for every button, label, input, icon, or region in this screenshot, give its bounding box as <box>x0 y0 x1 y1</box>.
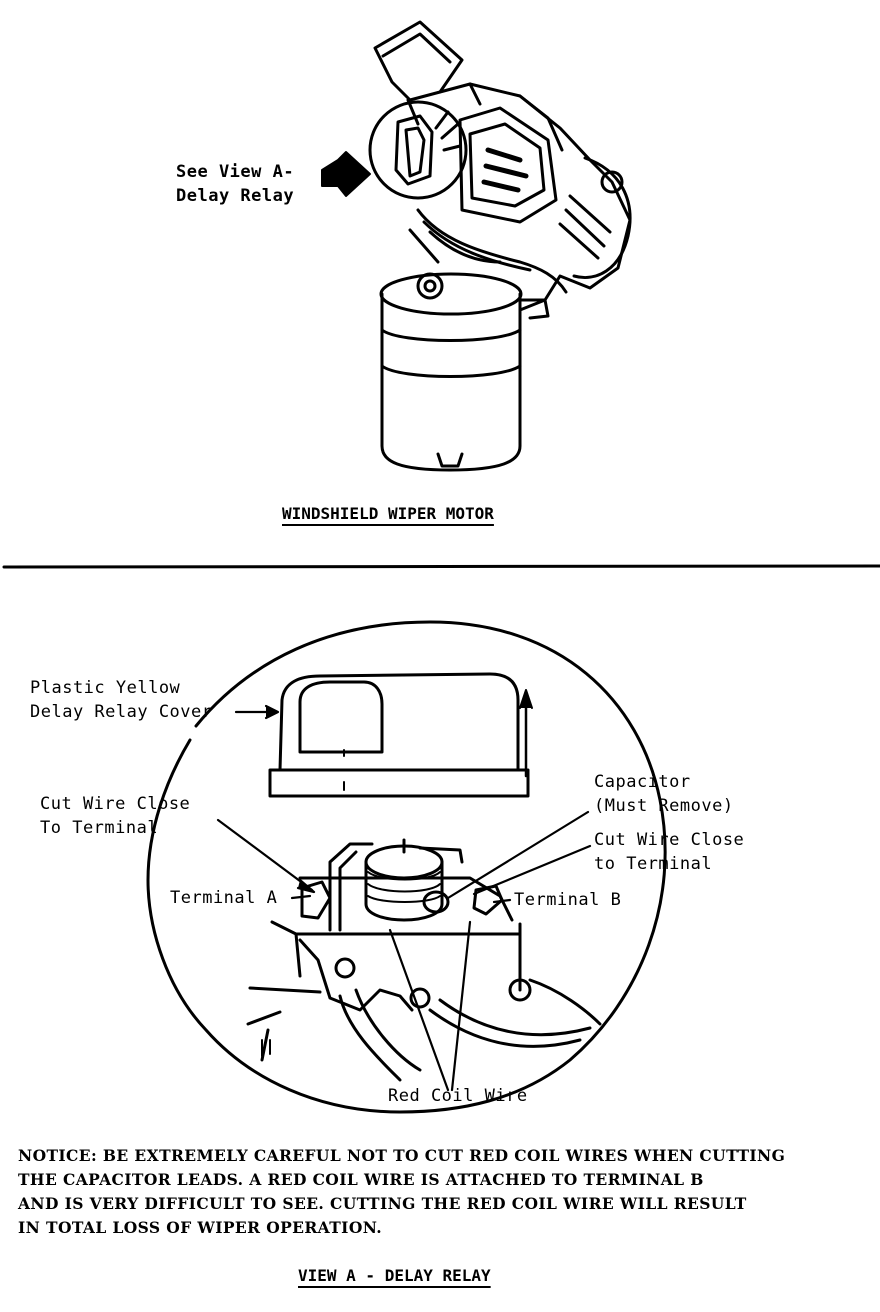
view-a-caption: VIEW A - DELAY RELAY <box>298 1266 491 1285</box>
terminal-a-label: Terminal A <box>170 888 278 908</box>
delay-relay-detail-illustration <box>146 620 667 1114</box>
callout-arrow-icon <box>321 151 371 197</box>
notice-line4: IN TOTAL LOSS OF WIPER OPERATION. <box>18 1218 383 1237</box>
notice-paragraph: NOTICE: BE EXTREMELY CAREFUL NOT TO CUT … <box>18 1144 868 1240</box>
cut-wire-left-line1: Cut Wire Close <box>40 794 191 814</box>
notice-line3: AND IS VERY DIFFICULT TO SEE. CUTTING TH… <box>18 1194 747 1213</box>
notice-line1: NOTICE: BE EXTREMELY CAREFUL NOT TO CUT … <box>18 1146 786 1165</box>
see-view-a-label-line1: See View A- <box>176 162 295 182</box>
cover-label-line1: Plastic Yellow <box>30 678 181 698</box>
wiper-motor-illustration <box>368 20 632 472</box>
leader-lines <box>216 704 592 1092</box>
cut-wire-right-line2: to Terminal <box>594 854 713 874</box>
cut-wire-left-line2: To Terminal <box>40 818 159 838</box>
cut-wire-right-line1: Cut Wire Close <box>594 830 745 850</box>
see-view-a-label-line2: Delay Relay <box>176 186 295 206</box>
capacitor-label-line2: (Must Remove) <box>594 796 734 816</box>
notice-line2: THE CAPACITOR LEADS. A RED COIL WIRE IS … <box>18 1170 704 1189</box>
terminal-b-label: Terminal B <box>514 890 622 910</box>
capacitor-label-line1: Capacitor <box>594 772 691 792</box>
cover-label-line2: Delay Relay Cover <box>30 702 213 722</box>
wiper-motor-caption: WINDSHIELD WIPER MOTOR <box>282 504 494 523</box>
section-divider <box>2 564 880 569</box>
red-coil-wire-label: Red Coil Wire <box>388 1086 528 1106</box>
